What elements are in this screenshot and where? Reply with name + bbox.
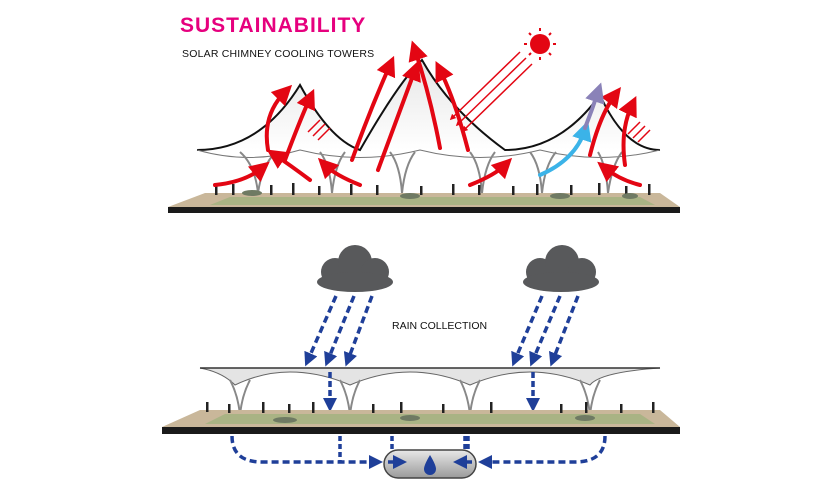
cloud-icon bbox=[523, 245, 599, 292]
top-people bbox=[215, 183, 651, 195]
drain-arrows bbox=[323, 372, 540, 412]
bottom-people bbox=[206, 402, 655, 413]
bottom-platform bbox=[162, 410, 680, 434]
diagram-title: SUSTAINABILITY bbox=[180, 14, 367, 37]
cool-air-arrow bbox=[538, 82, 605, 177]
top-platform bbox=[168, 193, 680, 213]
bottom-planters bbox=[273, 415, 595, 423]
sun-rays bbox=[307, 51, 651, 143]
rain-collection-label: RAIN COLLECTION bbox=[392, 320, 488, 332]
collection-pipes bbox=[228, 435, 609, 469]
bottom-canopy bbox=[199, 367, 661, 386]
rain-arrows bbox=[304, 295, 580, 367]
bottom-columns bbox=[229, 379, 601, 416]
sun-icon bbox=[524, 28, 556, 60]
top-planters bbox=[242, 190, 638, 199]
cloud-icon bbox=[317, 245, 393, 292]
water-drop-icon bbox=[424, 455, 436, 475]
heat-flow-arrows bbox=[213, 40, 642, 187]
diagram-subtitle: SOLAR CHIMNEY COOLING TOWERS bbox=[182, 48, 375, 60]
